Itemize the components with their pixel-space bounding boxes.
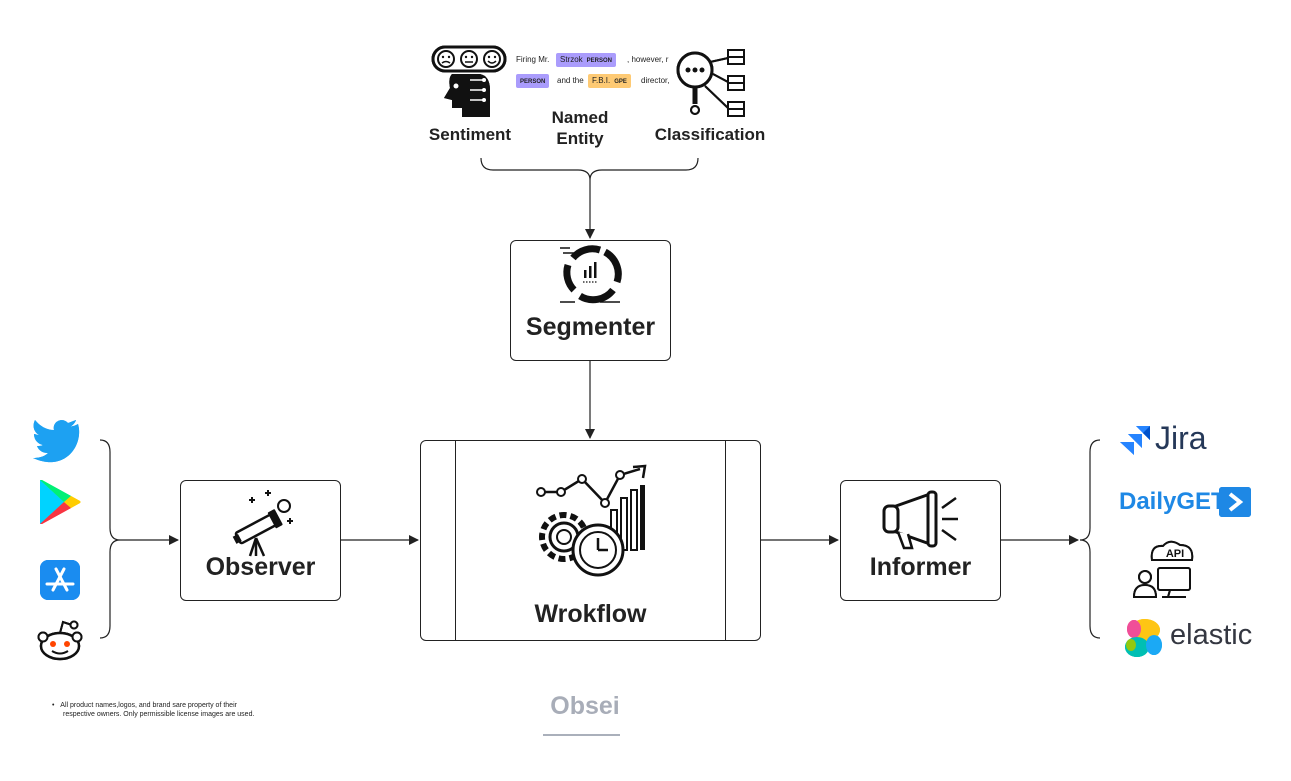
- reddit-icon: [37, 620, 83, 661]
- ner-entity-text: Strzok: [560, 55, 583, 64]
- sentiment-icon: [431, 45, 507, 117]
- sentiment-label: Sentiment: [428, 125, 512, 144]
- elastic-logo-text: elastic: [1170, 619, 1253, 651]
- ner-entity-person: PERSON: [516, 74, 550, 88]
- ner-text-3: and the: [557, 76, 584, 85]
- twitter-icon: [33, 420, 80, 463]
- workflow-label: Wrokflow: [534, 600, 647, 628]
- ner-entity-type: GPE: [614, 79, 627, 85]
- observer-label: Observer: [205, 553, 316, 581]
- ner-entity-type: PERSON: [586, 58, 613, 64]
- diagram-title: Obsei: [550, 692, 620, 720]
- app-store-icon: [40, 560, 80, 600]
- observer-box: [180, 480, 341, 601]
- sinks-brace: [1079, 439, 1101, 639]
- disclaimer-line-2: respective owners. Only permissible lice…: [52, 710, 254, 719]
- informer-box: [840, 480, 1001, 601]
- analyzers-brace: [480, 157, 699, 181]
- informer-label: Informer: [869, 553, 972, 581]
- disclaimer-line-1: • All product names,logos, and brand sar…: [52, 702, 237, 709]
- disclaimer: • All product names,logos, and brand sar…: [52, 701, 254, 719]
- jira-icon: [1120, 426, 1150, 455]
- ner-entity-text: F.B.I.: [592, 76, 611, 85]
- ner-text-4: director,: [641, 76, 670, 85]
- workflow-left-bar: [455, 441, 456, 640]
- jira-logo-text: Jira: [1155, 420, 1207, 456]
- api-logo-text: API: [1165, 548, 1185, 560]
- ner-entity-type: PERSON: [520, 79, 546, 85]
- ner-entity-fbi: F.B.I.GPE: [588, 74, 631, 88]
- elastic-icon: [1125, 619, 1162, 657]
- sources-brace: [99, 439, 121, 639]
- dailyget-logo-text: DailyGET: [1119, 488, 1226, 515]
- segmenter-box: [510, 240, 671, 361]
- google-play-icon: [40, 480, 81, 524]
- disclaimer-text-1: All product names,logos, and brand sare …: [60, 702, 237, 709]
- disclaimer-text-2: respective owners. Only permissible lice…: [63, 711, 255, 718]
- named-entity-label: Named Entity: [551, 108, 609, 148]
- workflow-right-bar: [725, 441, 726, 640]
- ner-text-2: , however, r: [627, 55, 669, 64]
- classification-icon: [676, 49, 745, 117]
- segmenter-label: Segmenter: [525, 313, 656, 341]
- ner-text-1: Firing Mr.: [516, 55, 550, 64]
- classification-label: Classification: [654, 125, 766, 144]
